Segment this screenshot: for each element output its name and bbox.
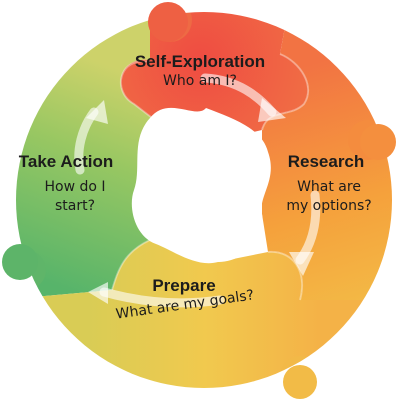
puzzle-knob-bottom	[283, 365, 317, 399]
segment-research-piece	[262, 0, 400, 300]
arrow-head-top-icon	[258, 98, 286, 122]
arrow-head-right-icon	[289, 252, 314, 276]
puzzle-knob-right	[360, 124, 396, 160]
puzzle-knob-left	[2, 244, 38, 280]
arrow-head-left-icon	[86, 100, 108, 124]
segment-title-take-action: Take Action	[18, 152, 114, 171]
segment-subtitle-research-text: What are my options?	[286, 179, 372, 214]
segment-subtitle-take-action-text: How do I start?	[44, 179, 106, 214]
arrow-head-bottom-icon	[88, 282, 108, 304]
segment-subtitle-research: What are my options?	[286, 178, 372, 216]
segment-title-self-exploration: Self-Exploration	[134, 52, 266, 71]
segment-title-research: Research	[287, 152, 365, 171]
puzzle-knob-top	[148, 2, 188, 42]
segment-title-prepare: Prepare	[152, 276, 216, 295]
segment-subtitle-self-exploration: Who am I?	[163, 73, 237, 89]
segment-subtitle-take-action: How do I start?	[38, 178, 112, 216]
